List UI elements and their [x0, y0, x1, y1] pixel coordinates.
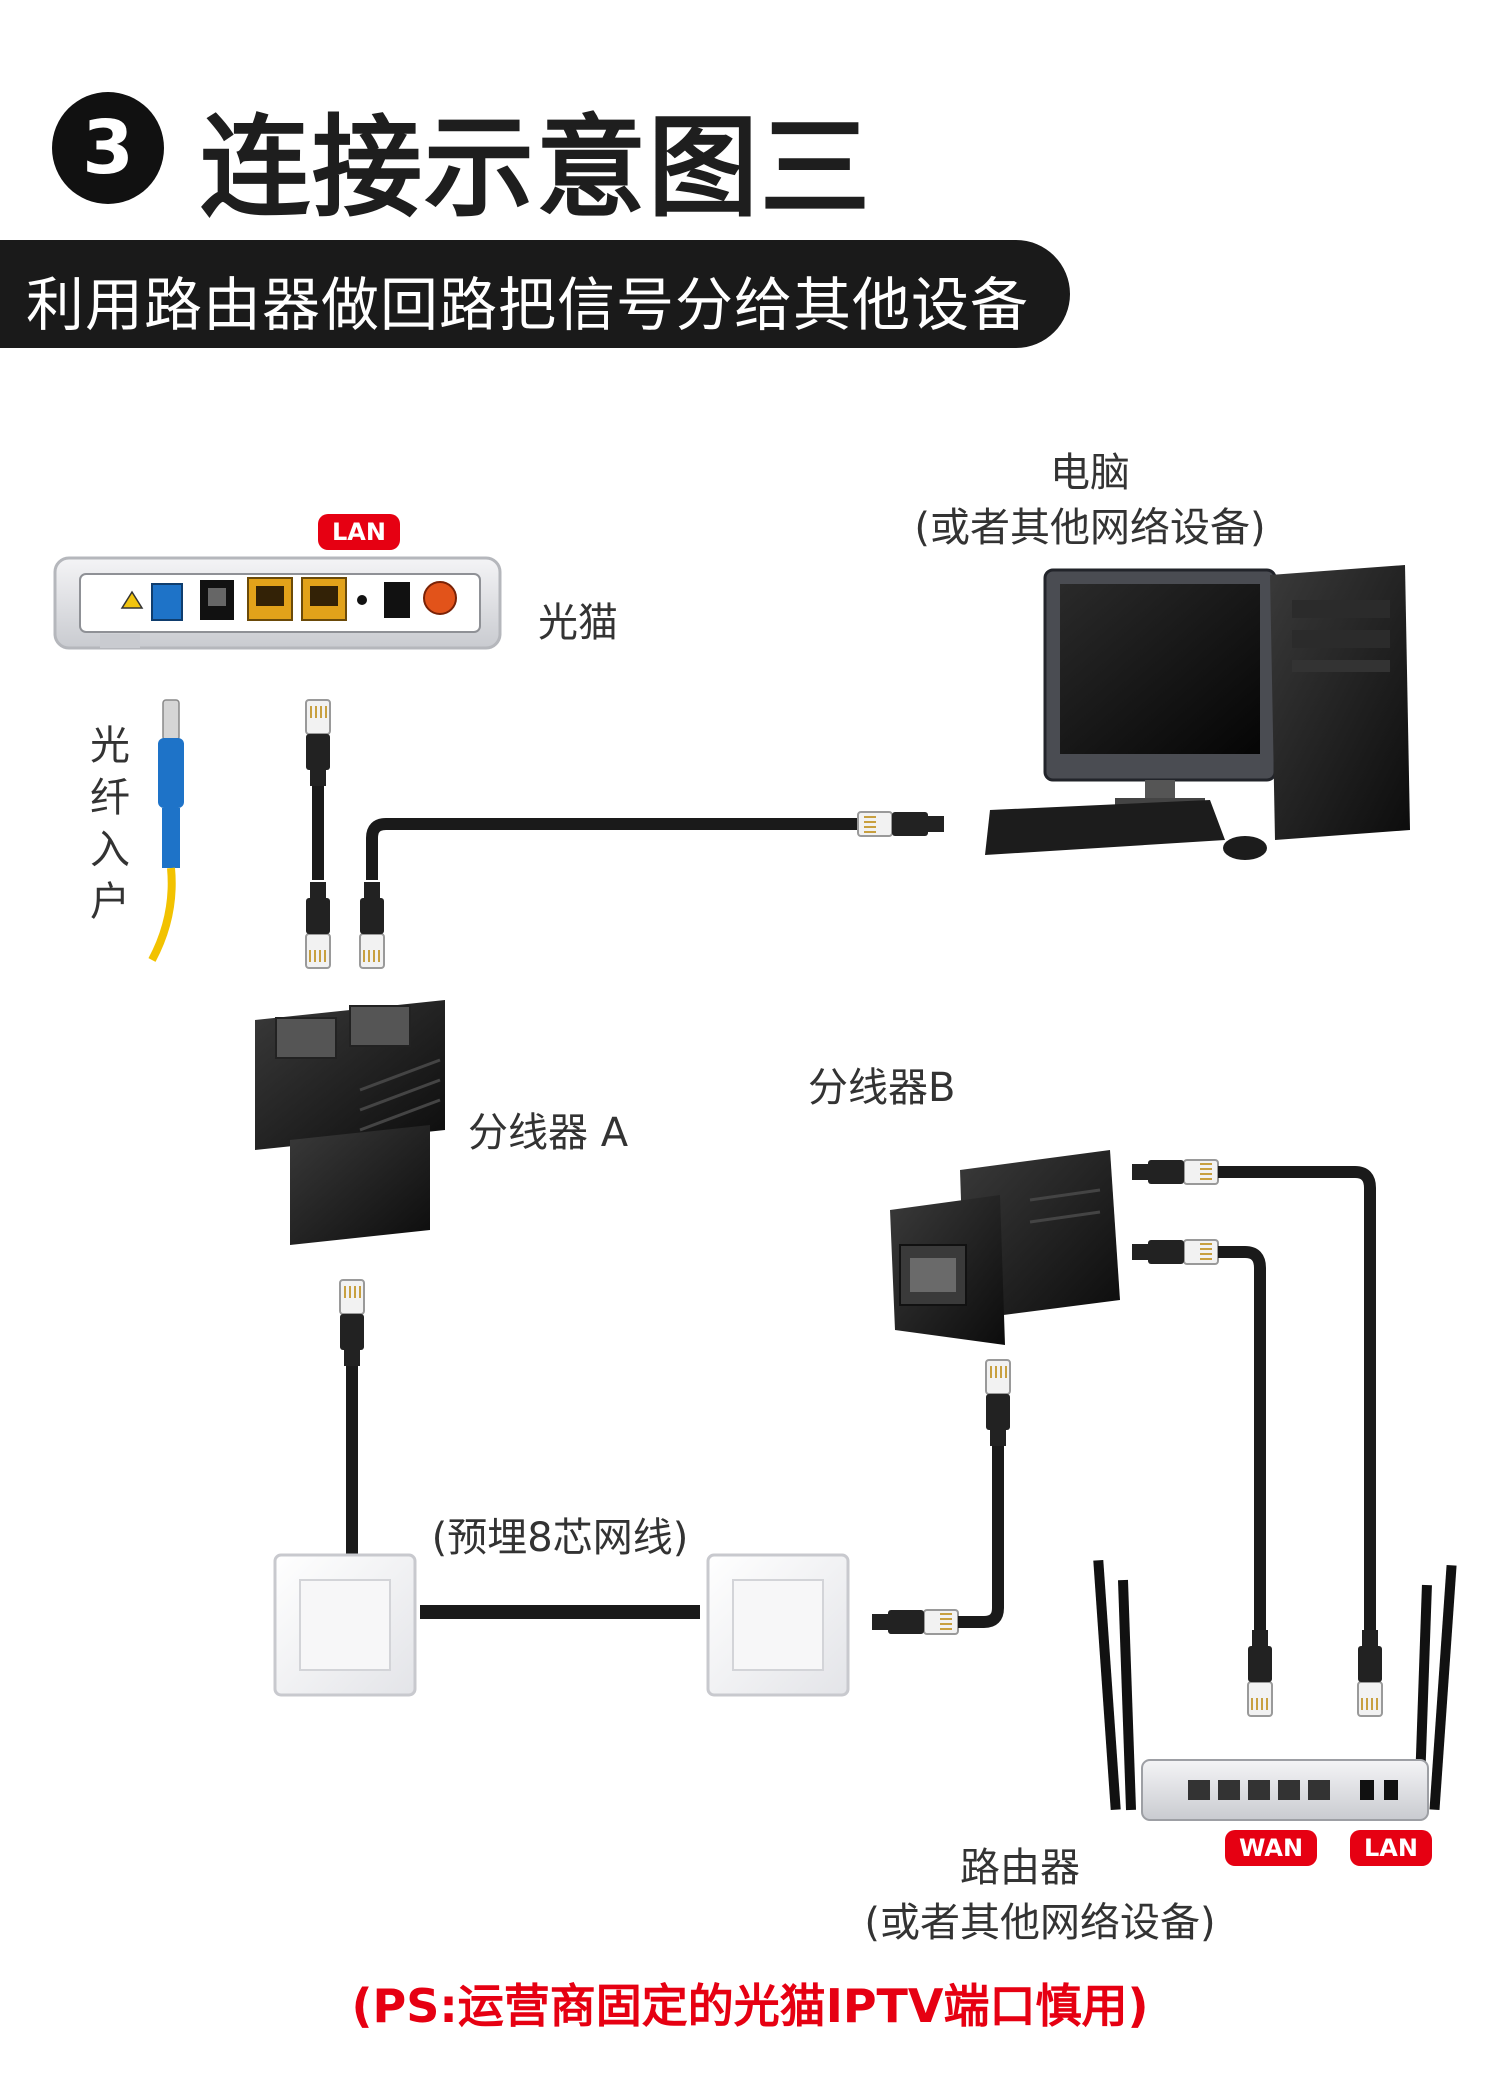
- router-lan-badge: LAN: [1350, 1830, 1432, 1866]
- splitter-a-label: 分线器 A: [468, 1110, 629, 1156]
- wall-plate-right-icon: [706, 1553, 850, 1697]
- router-icon: [1093, 1559, 1457, 1821]
- computer-icon: [985, 565, 1410, 860]
- modem-lan-badge: LAN: [318, 514, 400, 550]
- computer-sublabel: (或者其他网络设备): [914, 505, 1266, 551]
- page-title: 连接示意图三: [200, 104, 872, 232]
- ps-note: (PS:运营商固定的光猫IPTV端口慎用): [351, 1979, 1149, 2033]
- splitter-a-icon: [255, 1000, 445, 1245]
- embedded-cable-label: (预埋8芯网线): [431, 1515, 689, 1561]
- wall-plate-left-icon: [273, 1553, 417, 1697]
- modem-label: 光猫: [538, 600, 618, 646]
- router-label: 路由器: [960, 1845, 1080, 1891]
- router-sublabel: (或者其他网络设备): [864, 1900, 1216, 1946]
- fiber-label-char: 户: [90, 879, 130, 925]
- wall-to-splitter-b-cable: [871, 1359, 1011, 1635]
- fiber-label-char: 入: [90, 827, 130, 873]
- modem-cables: [305, 699, 945, 969]
- subtitle-bar: 利用路由器做回路把信号分给其他设备: [0, 240, 1070, 348]
- splitter-a-to-wall-cable: [339, 1279, 365, 1570]
- splitter-b-icon: [890, 1150, 1120, 1345]
- step-number-badge: 3: [52, 92, 164, 204]
- fiber-cable-icon: [148, 699, 184, 962]
- router-wan-badge: WAN: [1225, 1830, 1318, 1866]
- optical-modem-icon: [53, 556, 502, 650]
- fiber-label: 光 纤 入 户: [88, 720, 132, 928]
- fiber-label-char: 光: [90, 723, 130, 769]
- header: 3 连接示意图三 利用路由器做回路把信号分给其他设备: [0, 0, 1500, 370]
- splitter-b-label: 分线器B: [808, 1065, 956, 1111]
- splitter-b-to-router-cables: [1131, 1159, 1383, 1717]
- fiber-label-char: 纤: [90, 775, 130, 821]
- computer-label: 电脑: [1050, 450, 1130, 496]
- subtitle-text: 利用路由器做回路把信号分给其他设备: [26, 271, 1030, 339]
